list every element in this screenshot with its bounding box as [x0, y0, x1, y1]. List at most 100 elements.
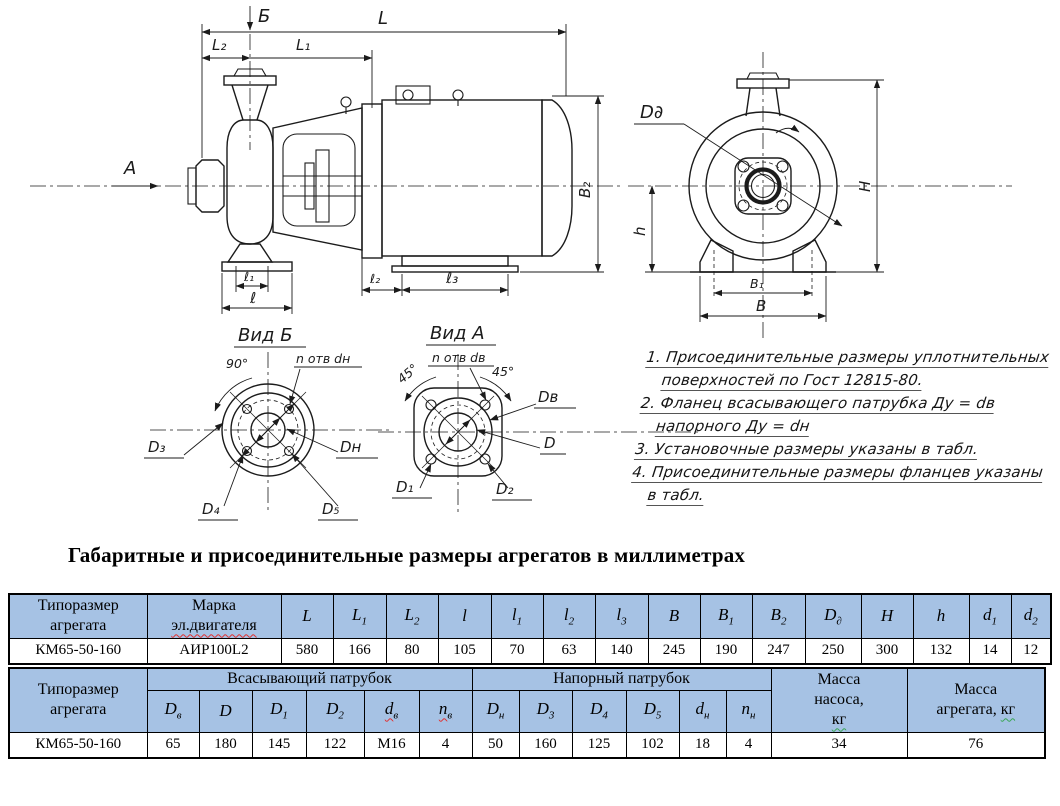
note-text: 2. Фланец всасывающего патрубка Ду = dв — [639, 394, 997, 414]
data-cell: 105 — [437, 637, 492, 665]
header-cell-suction-group: Всасывающий патрубок — [146, 667, 473, 691]
header-cell: D — [198, 689, 253, 733]
header-line: Масса — [954, 681, 998, 699]
dim-label-l: ℓ — [249, 289, 256, 307]
data-cell: 132 — [912, 637, 970, 665]
note-line: 3. Установочные размеры указаны в табл. — [633, 438, 1049, 461]
front-view: H h B₁ B D∂ — [628, 52, 1012, 338]
dim-label-D2: D₂ — [496, 480, 514, 498]
dim-label-H: H — [856, 181, 874, 192]
header-cell: L1 — [332, 593, 387, 639]
data-cell: 63 — [542, 637, 596, 665]
view-b-title: Вид Б — [238, 325, 293, 346]
data-cell: 160 — [518, 731, 573, 759]
note-text: напорного Ду = dн — [654, 417, 811, 437]
angle-45-right-label: 45° — [492, 364, 514, 379]
dim-label-B: B — [756, 297, 766, 315]
data-cell: 50 — [471, 731, 520, 759]
data-cell: 300 — [860, 637, 914, 665]
column-variable-label: L2 — [404, 604, 420, 628]
holes-dn-label: n отв dн — [296, 351, 350, 366]
column-variable-label: D1 — [270, 699, 288, 722]
header-cell: l3 — [594, 593, 649, 639]
column-variable-label: D∂ — [824, 604, 842, 628]
holes-dv-label: n отв dв — [432, 350, 485, 365]
header-line: агрегата, кг — [936, 701, 1016, 719]
column-variable-label: B — [668, 606, 680, 626]
header-cell-model: Типоразмер агрегата — [8, 667, 148, 733]
data-cell: 140 — [594, 637, 649, 665]
angle-90-label: 90° — [226, 356, 248, 371]
header-line: кг — [831, 711, 847, 729]
note-line: 4. Присоединительные размеры фланцев ука… — [631, 461, 1046, 484]
data-cell: 180 — [198, 731, 253, 759]
column-variable-label: D3 — [536, 699, 555, 722]
data-cell: 125 — [571, 731, 627, 759]
data-cell: 102 — [625, 731, 680, 759]
header-cell: L — [280, 593, 334, 639]
column-variable-label: nн — [741, 699, 756, 722]
column-variable-label: h — [936, 606, 946, 626]
view-arrow-a-label: А — [123, 158, 136, 179]
dim-label-L: L — [378, 8, 388, 29]
header-line: агрегата — [50, 617, 107, 635]
data-cell: 4 — [725, 731, 772, 759]
header-line: агрегата — [50, 701, 107, 719]
dim-label-l1: ℓ₁ — [243, 269, 254, 284]
note-line: поверхностей по Гост 12815-80. — [642, 369, 1057, 392]
data-cell: 14 — [968, 637, 1012, 665]
data-cell: М16 — [363, 731, 420, 759]
data-cell: 245 — [647, 637, 701, 665]
header-line: Типоразмер — [37, 681, 119, 699]
column-variable-label: d2 — [1023, 604, 1038, 628]
header-cell: B1 — [699, 593, 753, 639]
header-cell: dн — [678, 689, 727, 733]
data-cell-mass-aggregate: 76 — [906, 731, 1046, 759]
side-view: Б L L₂ L₁ А B₂ ℓ₁ ℓ — [30, 6, 622, 314]
data-cell-motor: АИР100L2 — [146, 637, 282, 665]
header-cell: h — [912, 593, 970, 639]
header-cell: l — [437, 593, 492, 639]
column-variable-label: dн — [695, 699, 710, 722]
header-cell: d2 — [1010, 593, 1052, 639]
data-cell: 580 — [280, 637, 334, 665]
section-title: Габаритные и присоединительные размеры а… — [68, 543, 746, 567]
header-cell: Dв — [146, 689, 200, 733]
data-cell: 12 — [1010, 637, 1052, 665]
view-a-title: Вид А — [430, 323, 485, 344]
data-cell: 18 — [678, 731, 727, 759]
data-cell: 247 — [751, 637, 806, 665]
header-cell: l1 — [490, 593, 544, 639]
data-cell: 145 — [251, 731, 307, 759]
data-cell-mass-pump: 34 — [770, 731, 908, 759]
header-cell: l2 — [542, 593, 596, 639]
header-cell: D3 — [518, 689, 573, 733]
dim-label-D1: D₁ — [396, 478, 414, 496]
technical-drawing: Б L L₂ L₁ А B₂ ℓ₁ ℓ — [30, 6, 1012, 521]
dim-label-h: h — [631, 226, 649, 236]
note-text: в табл. — [646, 486, 706, 506]
dim-label-D5: D₅ — [322, 500, 340, 518]
view-b-detail: Вид Б 90° n отв dн D₃ — [144, 325, 392, 521]
column-variable-label: D4 — [590, 699, 608, 722]
column-variable-label: L1 — [352, 604, 367, 628]
column-variable-label: B1 — [718, 604, 734, 628]
handwritten-notes: 1. Присоединительные размеры уплотнитель… — [628, 346, 1060, 507]
dim-label-L2: L₂ — [212, 36, 226, 54]
header-cell: Dн — [471, 689, 520, 733]
note-text: поверхностей по Гост 12815-80. — [660, 371, 925, 391]
data-cell: 250 — [804, 637, 862, 665]
column-variable-label: l1 — [511, 604, 523, 628]
data-cell: 65 — [146, 731, 200, 759]
header-line: Масса — [817, 671, 861, 689]
dim-label-l2: ℓ₂ — [369, 271, 380, 286]
dim-label-l3: ℓ₃ — [445, 269, 458, 287]
data-cell: 122 — [305, 731, 365, 759]
header-line: насоса, — [814, 691, 864, 709]
angle-45-left-label: 45° — [394, 361, 421, 387]
